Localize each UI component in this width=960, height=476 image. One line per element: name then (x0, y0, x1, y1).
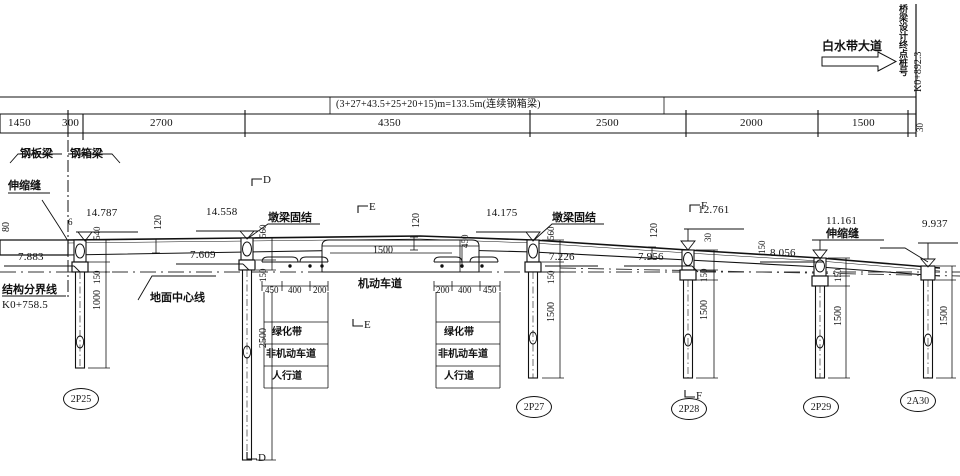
girder-depth-2: 120 (411, 213, 422, 228)
pier-2P25 (71, 239, 89, 369)
boundary-tick-6: 6 (68, 217, 73, 227)
structure-boundary-station: K0+758.5 (2, 299, 48, 311)
end-station-value: K0+892.3 (913, 51, 924, 92)
section-mark-glyphs (246, 178, 700, 460)
p27-dim-560: 560 (546, 226, 556, 241)
structure-boundary-label: 结构分界线 (2, 283, 57, 296)
girder-type-right-label: 钢箱梁 (70, 147, 103, 160)
expansion-joint-label-right: 伸缩缝 (826, 227, 859, 240)
p27-dim-150: 150 (546, 270, 556, 285)
cap-elevation-4: 7.956 (638, 251, 664, 263)
road-name-label: 白水带大道 (822, 39, 883, 53)
expansion-joint-label-left: 伸缩缝 (8, 179, 41, 192)
section-mark-D-top: D (263, 174, 271, 186)
cs-left-strip-1: 绿化带 (272, 327, 302, 338)
expansion-joint-leader-right (824, 239, 929, 263)
p29-dim-150: 150 (833, 268, 843, 283)
girder-type-left-label: 钢板梁 (20, 147, 53, 160)
cs-left-dim-1: 450 (265, 285, 279, 295)
p25-pile-depth: 1000 (92, 290, 103, 310)
carriageway-label: 机动车道 (358, 277, 402, 290)
pier-2P27 (524, 239, 542, 379)
cs-right-strip-3: 人行道 (444, 371, 474, 382)
p29-pile-depth: 1500 (833, 306, 844, 326)
ground-center-line (0, 267, 960, 277)
deck-elevation-4: 12.761 (698, 204, 730, 216)
girder-depth-dims (152, 236, 656, 260)
deck-elevation-2: 14.558 (206, 206, 238, 218)
ground-center-line-label: 地面中心线 (150, 291, 205, 304)
girder-depth-3: 120 (649, 223, 660, 238)
dim-4350: 4350 (378, 117, 401, 129)
girder-depth-1: 120 (153, 215, 164, 230)
section-mark-F-top: F (701, 200, 708, 212)
fixed-connection-label-1: 墩梁固结 (268, 211, 312, 224)
p28-dim-150: 150 (699, 268, 709, 283)
pier-2P29 (811, 257, 829, 379)
cs-right-dim-1: 200 (436, 285, 450, 295)
p26-dim-560: 560 (258, 224, 268, 239)
section-mark-E-bottom: E (364, 319, 371, 331)
fixed-connection-leaders (246, 223, 604, 242)
deck-elevation-5: 11.161 (826, 215, 858, 227)
p27-pile-depth: 1500 (546, 302, 557, 322)
dim-30: 30 (915, 123, 925, 132)
carriageway-width-dim: 1500 (373, 245, 393, 256)
dimension-band (0, 96, 917, 140)
girder-type-leaders (9, 153, 121, 164)
deck-elevation-6: 9.937 (922, 218, 948, 230)
cs-right-dim-3: 450 (483, 285, 497, 295)
dim-2000: 2000 (740, 117, 763, 129)
cs-left-dim-3: 200 (313, 285, 327, 295)
left-edge-dim-80: 80 (1, 222, 12, 232)
expansion-joint-leader-left (8, 192, 69, 242)
pier-tag-2P27[interactable]: 2P27 (516, 396, 552, 418)
a30-pile-depth: 1500 (939, 306, 950, 326)
a30-dim-150: 150 (757, 240, 767, 255)
end-station-label: 桥梁设计终点桩号 (897, 4, 907, 76)
span-note: (3+27+43.5+25+20+15)m=133.5m(连续钢箱梁) (336, 99, 541, 110)
cap-elevation-2: 7.609 (190, 249, 216, 261)
cap-elevation-3: 7.226 (549, 251, 575, 263)
p28-dim-30: 30 (703, 233, 713, 242)
pier-2P28 (679, 249, 697, 379)
section-mark-F-bottom: F (696, 390, 703, 402)
section-mark-E-top: E (369, 201, 376, 213)
cap-elevation-leaders (4, 261, 824, 273)
dim-1450: 1450 (8, 117, 31, 129)
cs-right-strip-2: 非机动车道 (438, 349, 488, 360)
abutment-2A30 (920, 265, 936, 379)
carriageway-height-dim: 450 (460, 234, 470, 249)
p28-pile-depth: 1500 (699, 300, 710, 320)
ground-label-leader (137, 275, 216, 301)
dim-1500: 1500 (852, 117, 875, 129)
p25-dim-540: 540 (92, 226, 102, 241)
pier-tag-2A30[interactable]: 2A30 (900, 390, 936, 412)
dim-300: 300 (62, 117, 80, 129)
p25-dim-150: 150 (92, 270, 102, 285)
pier-dimension-ladders (88, 237, 956, 461)
pier-tag-2P25[interactable]: 2P25 (63, 388, 99, 410)
dim-2700: 2700 (150, 117, 173, 129)
cs-left-dim-2: 400 (288, 285, 302, 295)
cs-right-strip-1: 绿化带 (444, 327, 474, 338)
pier-tag-2P29[interactable]: 2P29 (803, 396, 839, 418)
p26-pile-depth: 2500 (258, 328, 269, 348)
cs-right-dim-2: 400 (458, 285, 472, 295)
deck-cross-section (261, 239, 501, 389)
deck-elevation-1: 14.787 (86, 207, 118, 219)
cap-elevation-5: 8.056 (770, 247, 796, 259)
cs-left-strip-2: 非机动车道 (266, 349, 316, 360)
pier-tag-2P28[interactable]: 2P28 (671, 398, 707, 420)
fixed-connection-label-2: 墩梁固结 (552, 211, 596, 224)
dim-2500: 2500 (596, 117, 619, 129)
p26-dim-150: 150 (258, 268, 268, 283)
section-mark-D-bottom: D (258, 452, 266, 464)
deck-elevation-3: 14.175 (486, 207, 518, 219)
cap-elevation-1: 7.883 (18, 251, 44, 263)
pier-2P26 (238, 237, 256, 461)
cs-left-strip-3: 人行道 (272, 371, 302, 382)
direction-arrow-icon (821, 51, 898, 72)
